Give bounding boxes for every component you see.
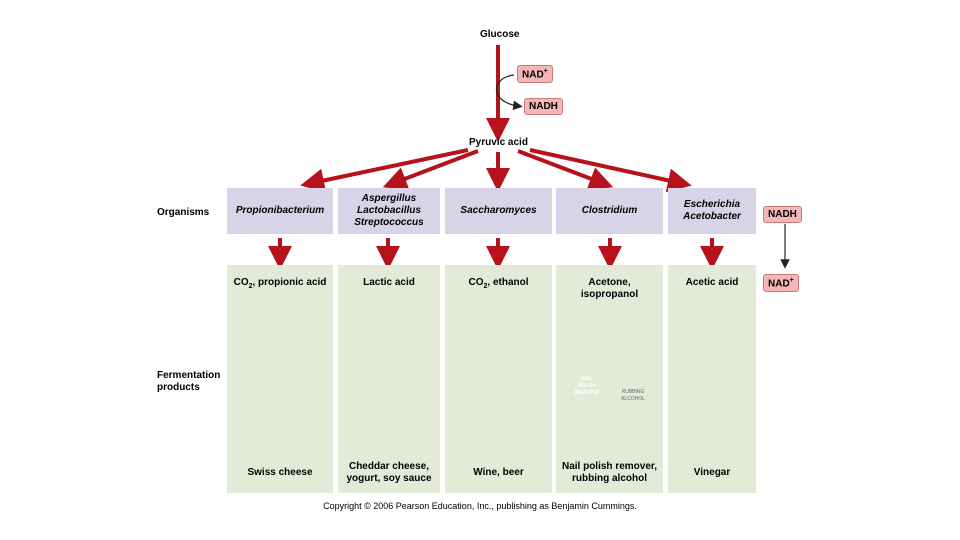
rub-label-line2: ALCOHOL — [621, 396, 645, 402]
organism-name: Lactobacillus — [357, 205, 421, 216]
food-line1: Vinegar — [693, 467, 731, 478]
product-name: Acetic acid — [685, 277, 739, 288]
copyright-text: Copyright © 2006 Pearson Education, Inc.… — [323, 501, 637, 511]
product-text: CO — [468, 277, 484, 288]
organism-box-3: Saccharomyces — [445, 188, 552, 234]
side-nadh-badge: NADH — [763, 206, 802, 223]
food-line1: Nail polish remover, — [561, 461, 658, 472]
food-name: Cheddar cheese, yogurt, soy sauce — [338, 461, 440, 485]
food-name: Vinegar — [668, 467, 756, 479]
product-box-2: Lactic acid Cheddar cheese, yogurt, soy … — [338, 265, 440, 493]
organism-box-5: Escherichia Acetobacter — [668, 188, 756, 234]
nad-curve-arrow — [495, 74, 523, 111]
organism-box-4: Clostridium — [556, 188, 663, 234]
product-box-1: CO2, propionic acid Swiss cheese — [227, 265, 333, 493]
organism-name: Aspergillus — [361, 193, 417, 204]
nail-label-line3: REMOVER — [574, 390, 600, 396]
product-name: Lactic acid — [363, 277, 415, 288]
product-line2: isopropanol — [580, 289, 639, 300]
food-name: Nail polish remover, rubbing alcohol — [556, 461, 663, 485]
food-line2: rubbing alcohol — [572, 473, 647, 484]
glucose-label: Glucose — [480, 29, 520, 40]
product-box-4: Acetone, isopropanol Nail polish remover… — [556, 265, 663, 493]
fermentation-label-line1: Fermentation — [157, 370, 221, 381]
food-name: Swiss cheese — [227, 467, 333, 479]
organism-name: Streptococcus — [354, 217, 424, 228]
nad-plus-badge: NAD+ — [517, 65, 553, 84]
rub-label-line1: RUBBING — [621, 389, 645, 395]
product-subscript: 2 — [483, 283, 488, 290]
side-nad-plus-text: NAD — [768, 278, 790, 290]
food-line1: Wine, beer — [473, 467, 524, 478]
branch-arrow-5 — [529, 148, 692, 193]
organism-name: Clostridium — [581, 205, 638, 216]
product-text: CO — [233, 277, 249, 288]
product-name: CO2, propionic acid — [227, 277, 333, 293]
nail-polish-label: NAIL POLISH REMOVER — [573, 376, 601, 397]
branch-arrow-4 — [517, 149, 614, 190]
side-nad-plus-sup: + — [789, 277, 794, 284]
product-text-rest: , ethanol — [487, 277, 529, 288]
nail-label-line2: POLISH — [577, 383, 597, 389]
pyruvic-acid-label: Pyruvic acid — [469, 137, 528, 148]
branch-arrow-2 — [382, 149, 479, 190]
nadh-badge: NADH — [524, 98, 563, 115]
product-line1: Acetone, — [588, 277, 631, 288]
nad-plus-sup: + — [543, 68, 548, 75]
organisms-label: Organisms — [157, 207, 210, 218]
fermentation-label-line2: products — [157, 382, 200, 393]
product-name: Acetone, isopropanol — [556, 277, 663, 301]
organism-name: Saccharomyces — [460, 205, 537, 216]
organism-name: Propionibacterium — [235, 205, 325, 216]
product-text-rest: , propionic acid — [252, 277, 327, 288]
food-line1: Swiss cheese — [247, 467, 313, 478]
food-line2: yogurt, soy sauce — [346, 473, 432, 484]
rubbing-alcohol-label: RUBBING ALCOHOL — [617, 389, 649, 403]
organism-name: Acetobacter — [683, 211, 741, 222]
nail-label-line1: NAIL — [581, 376, 593, 382]
organism-box-2: Aspergillus Lactobacillus Streptococcus — [338, 188, 440, 234]
branch-arrow-1 — [300, 148, 469, 193]
product-name: CO2, ethanol — [445, 277, 552, 293]
organism-box-1: Propionibacterium — [227, 188, 333, 234]
nad-plus-text: NAD — [522, 69, 544, 81]
food-line1: Cheddar cheese, — [348, 461, 430, 472]
fermentation-products-label: Fermentation products — [157, 370, 220, 394]
product-box-5: Acetic acid Vinegar — [668, 265, 756, 493]
product-subscript: 2 — [248, 283, 253, 290]
product-box-3: CO2, ethanol Wine, beer — [445, 265, 552, 493]
side-nad-plus-badge: NAD+ — [763, 274, 799, 293]
food-name: Wine, beer — [445, 467, 552, 479]
organism-name: Escherichia — [683, 199, 741, 210]
